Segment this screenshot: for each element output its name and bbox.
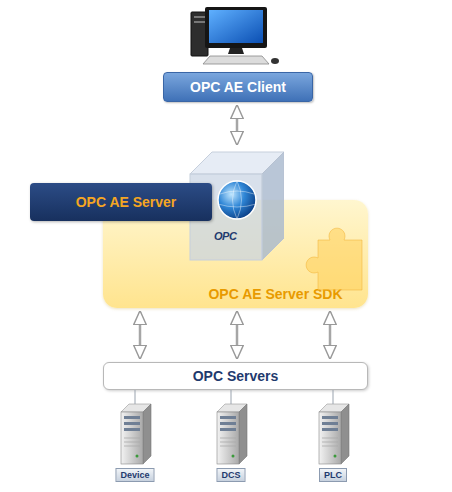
node-text: OPC AE Client — [190, 79, 286, 95]
server-label-box: OPC AE Server — [30, 183, 212, 221]
node-text: Device — [115, 468, 154, 482]
node-text: OPC — [214, 230, 236, 242]
client-box: OPC AE Client — [163, 72, 313, 102]
double-arrow — [329, 312, 332, 358]
node-text: DCS — [216, 468, 245, 482]
double-arrow — [139, 312, 142, 358]
link-line — [333, 390, 334, 404]
node-text: OPC AE Server SDK — [208, 286, 342, 302]
computer-illustration — [191, 7, 279, 64]
server-icons — [121, 404, 349, 464]
link-line — [135, 390, 136, 404]
node-text: PLC — [319, 468, 347, 482]
device-node: DCS — [206, 404, 256, 484]
device-node: Device — [110, 404, 160, 484]
link-line — [231, 390, 232, 404]
double-arrow — [236, 106, 239, 144]
node-text: OPC Servers — [193, 368, 279, 384]
servers-box: OPC Servers — [103, 362, 368, 390]
double-arrow — [236, 312, 239, 358]
device-node: PLC — [308, 404, 358, 484]
node-text: OPC AE Server — [76, 194, 177, 210]
